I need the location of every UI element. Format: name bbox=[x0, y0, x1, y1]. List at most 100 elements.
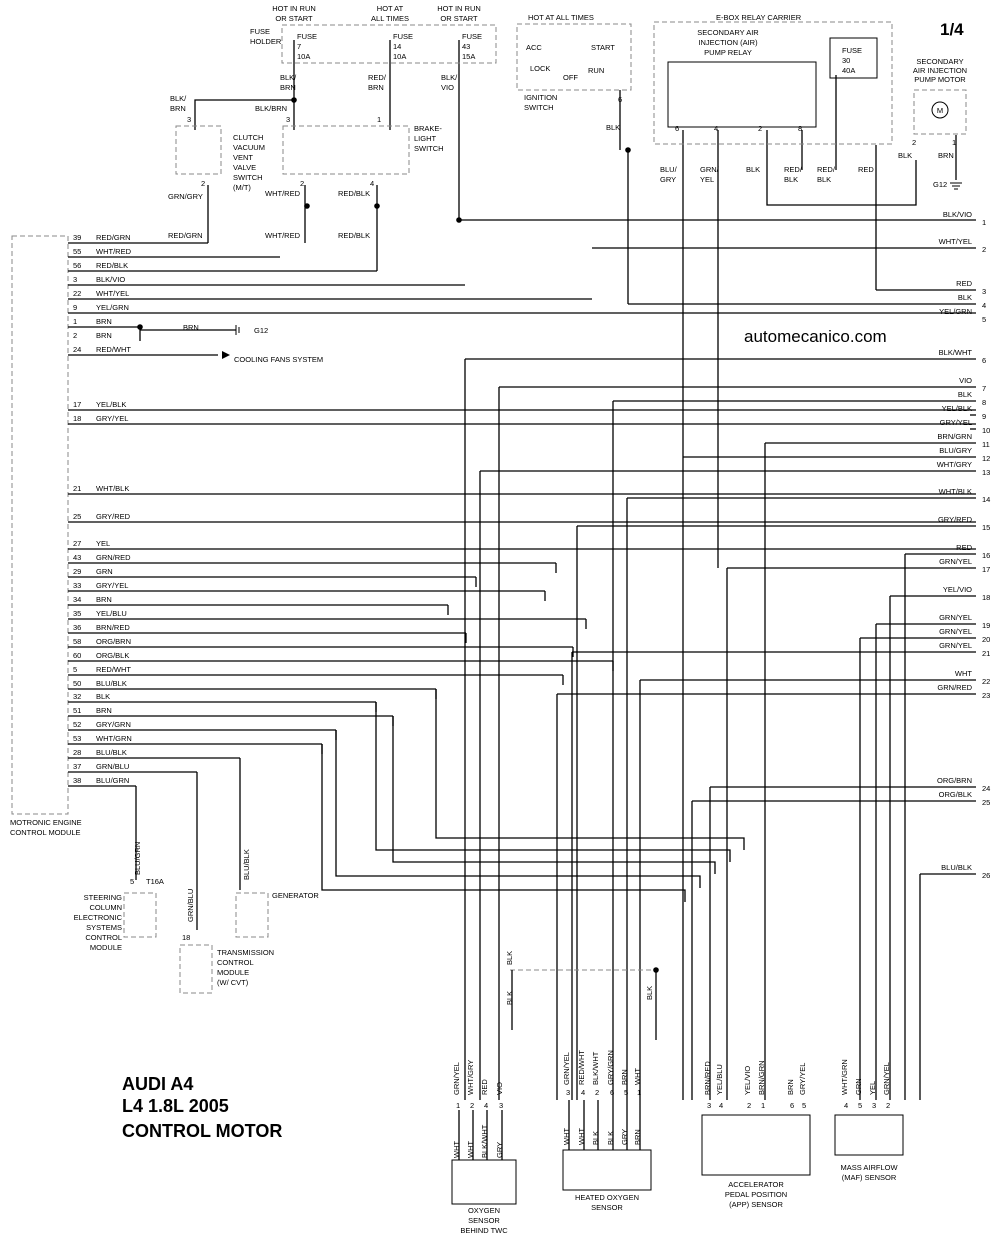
clutch-name: CLUTCH bbox=[233, 133, 263, 142]
clutch-name: (M/T) bbox=[233, 183, 251, 192]
connector-number: 5 bbox=[982, 315, 986, 324]
app-wire: GRY/YEL bbox=[798, 1063, 807, 1095]
ecm-pin-color: GRY/YEL bbox=[96, 414, 128, 423]
ecm-pin-number: 52 bbox=[73, 720, 81, 729]
fuse-wire-color: BRN bbox=[280, 83, 296, 92]
steering-module-box bbox=[123, 892, 157, 938]
generator-box bbox=[235, 892, 269, 938]
ecm-pin-number: 25 bbox=[73, 512, 81, 521]
connector-color: WHT bbox=[955, 669, 972, 678]
ecm-ground-wire: BRN bbox=[183, 323, 199, 332]
motor-symbol: M bbox=[937, 106, 943, 115]
maf-name: MASS AIRFLOW bbox=[840, 1163, 898, 1172]
wire bbox=[392, 716, 716, 874]
shield-wire-color: BLK bbox=[505, 951, 514, 965]
ecm-pin-color: GRN/BLU bbox=[96, 762, 129, 771]
app-sensor-box bbox=[701, 1114, 811, 1176]
ecm-pin-color: BRN bbox=[96, 706, 112, 715]
fuse-label: 43 bbox=[462, 42, 470, 51]
relay-name: SECONDARY AIR bbox=[697, 28, 759, 37]
maf-pin: 5 bbox=[858, 1101, 862, 1110]
brake-wire: BLK/BRN bbox=[255, 104, 287, 113]
ecm-pin-number: 22 bbox=[73, 289, 81, 298]
ebox-wire-color: BLK bbox=[746, 165, 760, 174]
o2-sensor-box bbox=[451, 1159, 517, 1205]
ecm-pin-number: 37 bbox=[73, 762, 81, 771]
shield-wire-color: BLK bbox=[645, 986, 654, 1000]
connector-color: RED bbox=[956, 279, 972, 288]
steering-name: SYSTEMS bbox=[86, 923, 122, 932]
ecm-pin-number: 55 bbox=[73, 247, 81, 256]
brake-pin: 3 bbox=[286, 115, 290, 124]
ecm-pin-number: 43 bbox=[73, 553, 81, 562]
connector-number: 19 bbox=[982, 621, 990, 630]
fuse-wire-color: BLK/ bbox=[280, 73, 297, 82]
maf-wire: GRN/YEL bbox=[882, 1062, 891, 1095]
ecm-pin-number: 27 bbox=[73, 539, 81, 548]
ecm-pin-color: RED/WHT bbox=[96, 345, 131, 354]
fuse-wire-color: BRN bbox=[368, 83, 384, 92]
splice-dot bbox=[304, 203, 310, 209]
steering-wire-color: BLU/GRN bbox=[133, 842, 142, 875]
app-pin: 2 bbox=[747, 1101, 751, 1110]
ho2-bottom-wire: BRN bbox=[633, 1129, 642, 1145]
pump-motor-name: SECONDARY bbox=[916, 57, 963, 66]
ebox-title: E-BOX RELAY CARRIER bbox=[716, 13, 802, 22]
ho2-pin: 4 bbox=[581, 1088, 585, 1097]
ignition-position: OFF bbox=[563, 73, 578, 82]
title-model: AUDI A4 bbox=[122, 1074, 193, 1094]
steering-name: CONTROL bbox=[85, 933, 122, 942]
ignition-position: LOCK bbox=[530, 64, 550, 73]
ecm-pin-color: GRY/YEL bbox=[96, 581, 128, 590]
steering-name: ELECTRONIC bbox=[74, 913, 123, 922]
brake-switch-box bbox=[282, 125, 410, 175]
ecm-pin-color: WHT/YEL bbox=[96, 289, 129, 298]
cooling-fans-label: COOLING FANS SYSTEM bbox=[234, 355, 323, 364]
brake-wire: WHT/RED bbox=[265, 189, 301, 198]
maf-pin: 3 bbox=[872, 1101, 876, 1110]
app-pin: 6 bbox=[790, 1101, 794, 1110]
ho2-pin: 5 bbox=[624, 1088, 628, 1097]
o2-bottom-wire: GRY bbox=[495, 1142, 504, 1158]
steering-name: STEERING bbox=[84, 893, 123, 902]
right-connector-list: BLK/VIO1WHT/YEL2RED3BLK4YEL/GRN5BLK/WHT6… bbox=[937, 210, 991, 880]
ecm-pin-number: 53 bbox=[73, 734, 81, 743]
ho2-pin: 1 bbox=[637, 1088, 641, 1097]
ebox-wire-color: RED bbox=[858, 165, 874, 174]
connector-color: ORG/BLK bbox=[939, 790, 972, 799]
fuse-hot-label: HOT AT bbox=[377, 4, 404, 13]
fuse-label: FUSE bbox=[462, 32, 482, 41]
connector-number: 11 bbox=[982, 440, 990, 449]
connector-number: 13 bbox=[982, 468, 990, 477]
pump-motor-name: PUMP MOTOR bbox=[914, 75, 966, 84]
pump-motor-box bbox=[913, 89, 967, 135]
relay-pin: 2 bbox=[758, 124, 762, 133]
brake-wire: RED/BLK bbox=[338, 231, 370, 240]
o2-top-wire: RED bbox=[480, 1079, 489, 1095]
page-number: 1/4 bbox=[940, 20, 964, 39]
ecm-pin-color: GRN bbox=[96, 567, 113, 576]
ecm-pin-number: 34 bbox=[73, 595, 81, 604]
brake-name: SWITCH bbox=[414, 144, 444, 153]
maf-wire: WHT/GRN bbox=[840, 1059, 849, 1095]
ecm-pin-number: 18 bbox=[73, 414, 81, 423]
o2-name: BEHIND TWC bbox=[460, 1226, 508, 1235]
ho2-bottom-wire: WHT bbox=[577, 1128, 586, 1145]
app-name: (APP) SENSOR bbox=[729, 1200, 783, 1209]
fuse30-label: FUSE bbox=[842, 46, 862, 55]
clutch-name: VACUUM bbox=[233, 143, 265, 152]
ho2-name: HEATED OXYGEN bbox=[575, 1193, 639, 1202]
ho2-pin: 6 bbox=[610, 1088, 614, 1097]
ecm-pin-color: YEL/BLK bbox=[96, 400, 126, 409]
connector-number: 18 bbox=[982, 593, 990, 602]
app-wire: BRN/GRN bbox=[757, 1060, 766, 1095]
connector-number: 14 bbox=[982, 495, 990, 504]
maf-pin: 2 bbox=[886, 1101, 890, 1110]
ecm-box bbox=[11, 235, 69, 815]
ignition-pin: 6 bbox=[618, 95, 622, 104]
relay2 bbox=[766, 130, 917, 206]
connector-color: BRN/GRN bbox=[937, 432, 972, 441]
ecm-pin-number: 33 bbox=[73, 581, 81, 590]
app-pin: 4 bbox=[719, 1101, 723, 1110]
